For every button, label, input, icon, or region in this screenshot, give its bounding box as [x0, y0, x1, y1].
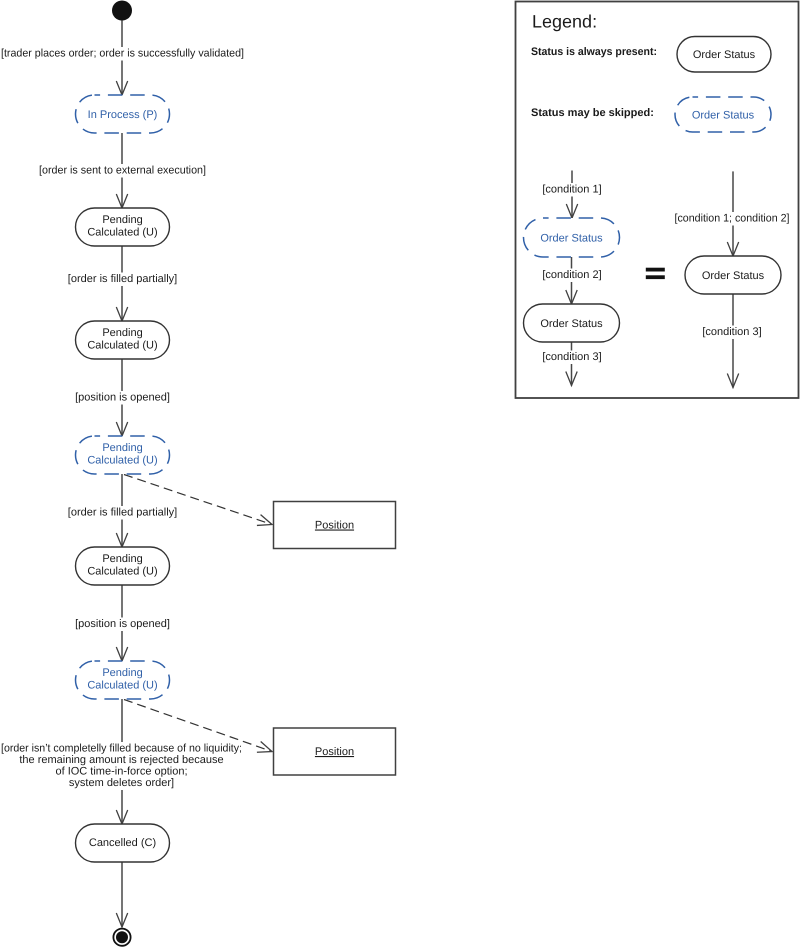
svg-text:system deletes order]: system deletes order]	[69, 777, 174, 789]
svg-text:of IOC time-in-force option;: of IOC time-in-force option;	[55, 766, 187, 778]
svg-text:Pending: Pending	[102, 214, 142, 226]
svg-text:[condition 1; condition 2]: [condition 1; condition 2]	[675, 213, 790, 225]
svg-text:[order isn’t completelly fille: [order isn’t completelly filled because …	[1, 743, 242, 755]
svg-text:the remaining amount is reject: the remaining amount is rejected because	[19, 754, 223, 766]
svg-text:Position: Position	[315, 520, 354, 532]
svg-text:[order is filled partially]: [order is filled partially]	[68, 507, 177, 519]
svg-text:Pending: Pending	[102, 553, 142, 565]
svg-text:[position is opened]: [position is opened]	[75, 392, 170, 404]
svg-text:[trader places order; order is: [trader places order; order is successfu…	[1, 48, 244, 60]
svg-text:Order Status: Order Status	[702, 270, 765, 282]
svg-text:Calculated (U): Calculated (U)	[87, 680, 157, 692]
svg-text:Pending: Pending	[102, 442, 142, 454]
svg-text:Order Status: Order Status	[692, 110, 755, 122]
svg-text:Calculated (U): Calculated (U)	[87, 340, 157, 352]
svg-text:[condition 2]: [condition 2]	[542, 269, 601, 281]
svg-text:Pending: Pending	[102, 667, 142, 679]
svg-text:Cancelled (C): Cancelled (C)	[89, 837, 156, 849]
svg-text:[condition 3]: [condition 3]	[542, 351, 601, 363]
svg-text:Legend:: Legend:	[532, 12, 597, 32]
svg-text:Calculated (U): Calculated (U)	[87, 455, 157, 467]
svg-text:[condition 1]: [condition 1]	[542, 184, 601, 196]
svg-text:Status may be skipped:: Status may be skipped:	[531, 107, 654, 119]
svg-text:[order is filled partially]: [order is filled partially]	[68, 273, 177, 285]
svg-text:[condition 3]: [condition 3]	[702, 326, 761, 338]
svg-text:Calculated (U): Calculated (U)	[87, 566, 157, 578]
svg-text:Status is always present:: Status is always present:	[531, 46, 657, 58]
svg-text:In Process (P): In Process (P)	[88, 109, 158, 121]
svg-text:[order is sent to external exe: [order is sent to external execution]	[39, 165, 206, 177]
svg-text:Position: Position	[315, 746, 354, 758]
svg-text:[position is opened]: [position is opened]	[75, 618, 170, 630]
svg-text:Order Status: Order Status	[693, 49, 756, 61]
svg-text:Pending: Pending	[102, 327, 142, 339]
svg-text:Order Status: Order Status	[540, 233, 603, 245]
svg-text:Order Status: Order Status	[540, 318, 603, 330]
svg-text:Calculated (U): Calculated (U)	[87, 227, 157, 239]
